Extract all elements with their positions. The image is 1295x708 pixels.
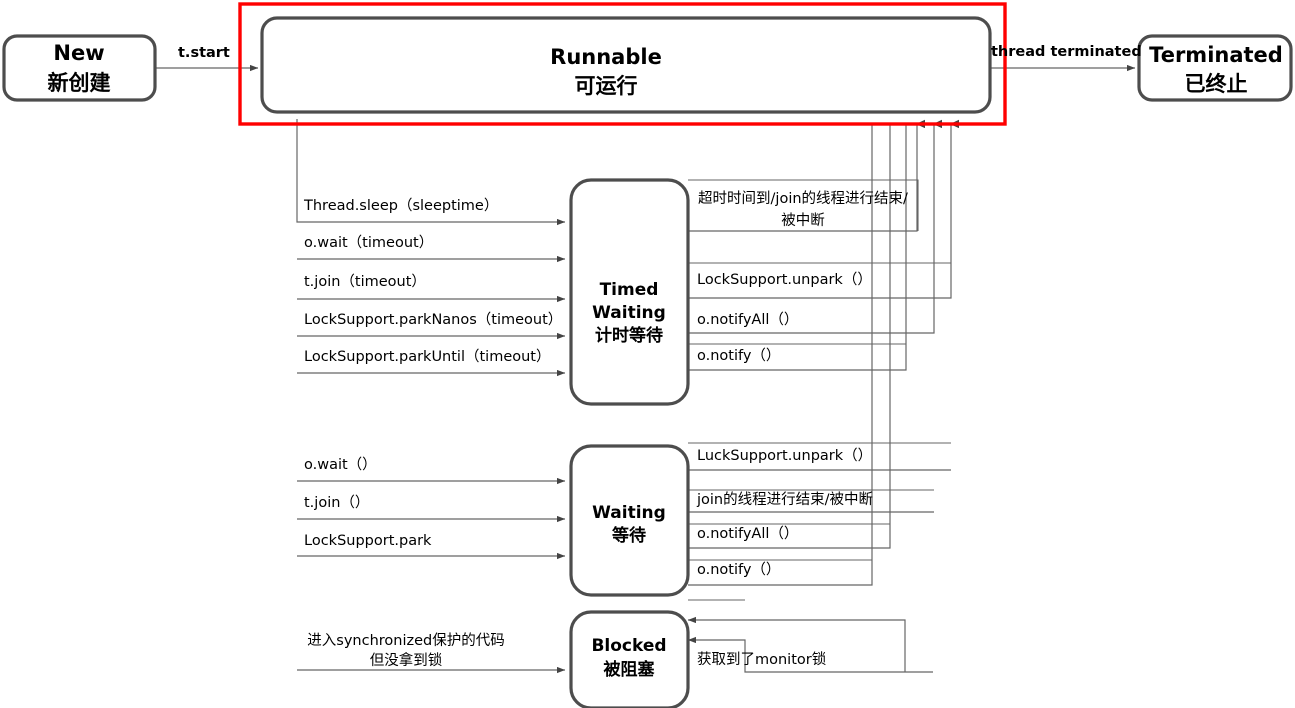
state-terminated-cn: 已终止 [1185,72,1248,96]
label-to-timed-0: Thread.sleep（sleeptime） [303,197,498,214]
label-to-timed-2: t.join（timeout） [304,273,426,290]
label-to-waiting-2: LockSupport.park [304,533,432,549]
state-runnable-en: Runnable [550,45,662,69]
state-blocked-en: Blocked [591,636,666,656]
label-from-timed-0-l2: 被中断 [781,212,825,229]
edges-to-waiting [297,477,566,560]
label-rules [688,179,951,601]
runnable-highlight-frame [238,2,1007,126]
label-to-blocked-l2: 但没拿到锁 [370,651,443,669]
label-from-waiting-1: join的线程进行结束/被中断 [696,491,873,508]
state-waiting-en: Waiting [592,503,666,523]
label-to-blocked-l1: 进入synchronized保护的代码 [307,632,504,649]
state-terminated-en: Terminated [1149,43,1283,67]
state-new-cn: 新创建 [48,71,111,95]
state-runnable-cn: 可运行 [575,74,638,98]
state-timed-waiting-cn: 计时等待 [595,325,663,346]
label-from-timed-2: o.notifyAll（） [697,311,798,328]
label-from-waiting-0: LuckSupport.unpark（） [697,447,872,464]
label-from-waiting-2: o.notifyAll（） [697,525,798,542]
label-from-timed-0-l1: 超时时间到/join的线程进行结束/ [698,190,908,207]
label-to-timed-4: LockSupport.parkUntil（timeout） [304,348,551,365]
state-blocked-cn: 被阻塞 [604,659,656,680]
state-timed-waiting-en2: Waiting [592,303,666,323]
label-to-timed-3: LockSupport.parkNanos（timeout） [304,311,562,328]
label-from-waiting-3: o.notify（） [697,561,780,578]
label-thread-terminated: thread terminated [991,44,1142,60]
state-new-en: New [53,41,104,65]
state-waiting-cn: 等待 [612,525,646,546]
state-timed-waiting-en1: Timed [600,280,659,300]
label-from-blocked: 获取到了monitor锁 [697,651,826,668]
state-terminated[interactable] [1137,34,1293,102]
edges-to-runnable [687,119,959,673]
state-timed-waiting[interactable] [569,178,690,406]
label-from-timed-3: o.notify（） [697,347,780,364]
label-to-waiting-1: t.join（） [304,494,369,511]
label-to-timed-1: o.wait（timeout） [304,234,433,251]
label-t-start: t.start [178,45,230,61]
edges-to-timed-waiting [296,119,566,377]
label-from-timed-1: LockSupport.unpark（） [697,271,872,288]
state-blocked[interactable] [569,610,690,708]
state-waiting[interactable] [569,444,690,597]
state-runnable[interactable] [260,16,992,114]
label-to-waiting-0: o.wait（） [304,456,377,473]
state-new[interactable] [2,34,157,102]
